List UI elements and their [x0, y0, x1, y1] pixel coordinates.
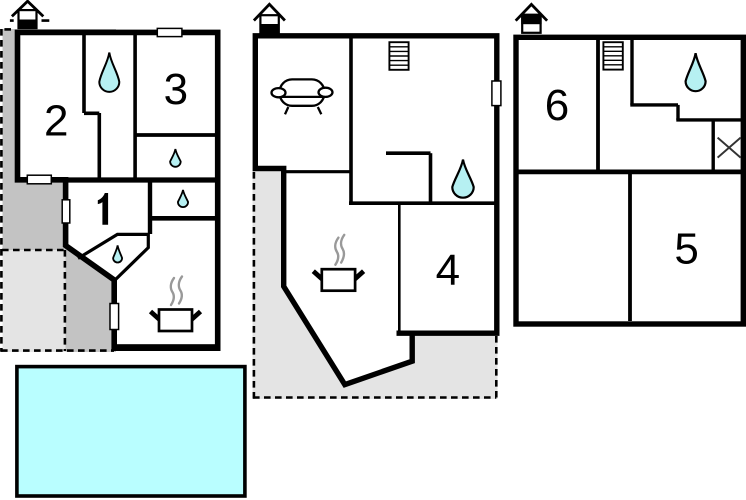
- svg-text:4: 4: [436, 246, 460, 295]
- svg-text:6: 6: [545, 81, 569, 130]
- svg-text:3: 3: [164, 65, 188, 114]
- svg-text:2: 2: [44, 97, 68, 146]
- svg-text:5: 5: [674, 224, 698, 273]
